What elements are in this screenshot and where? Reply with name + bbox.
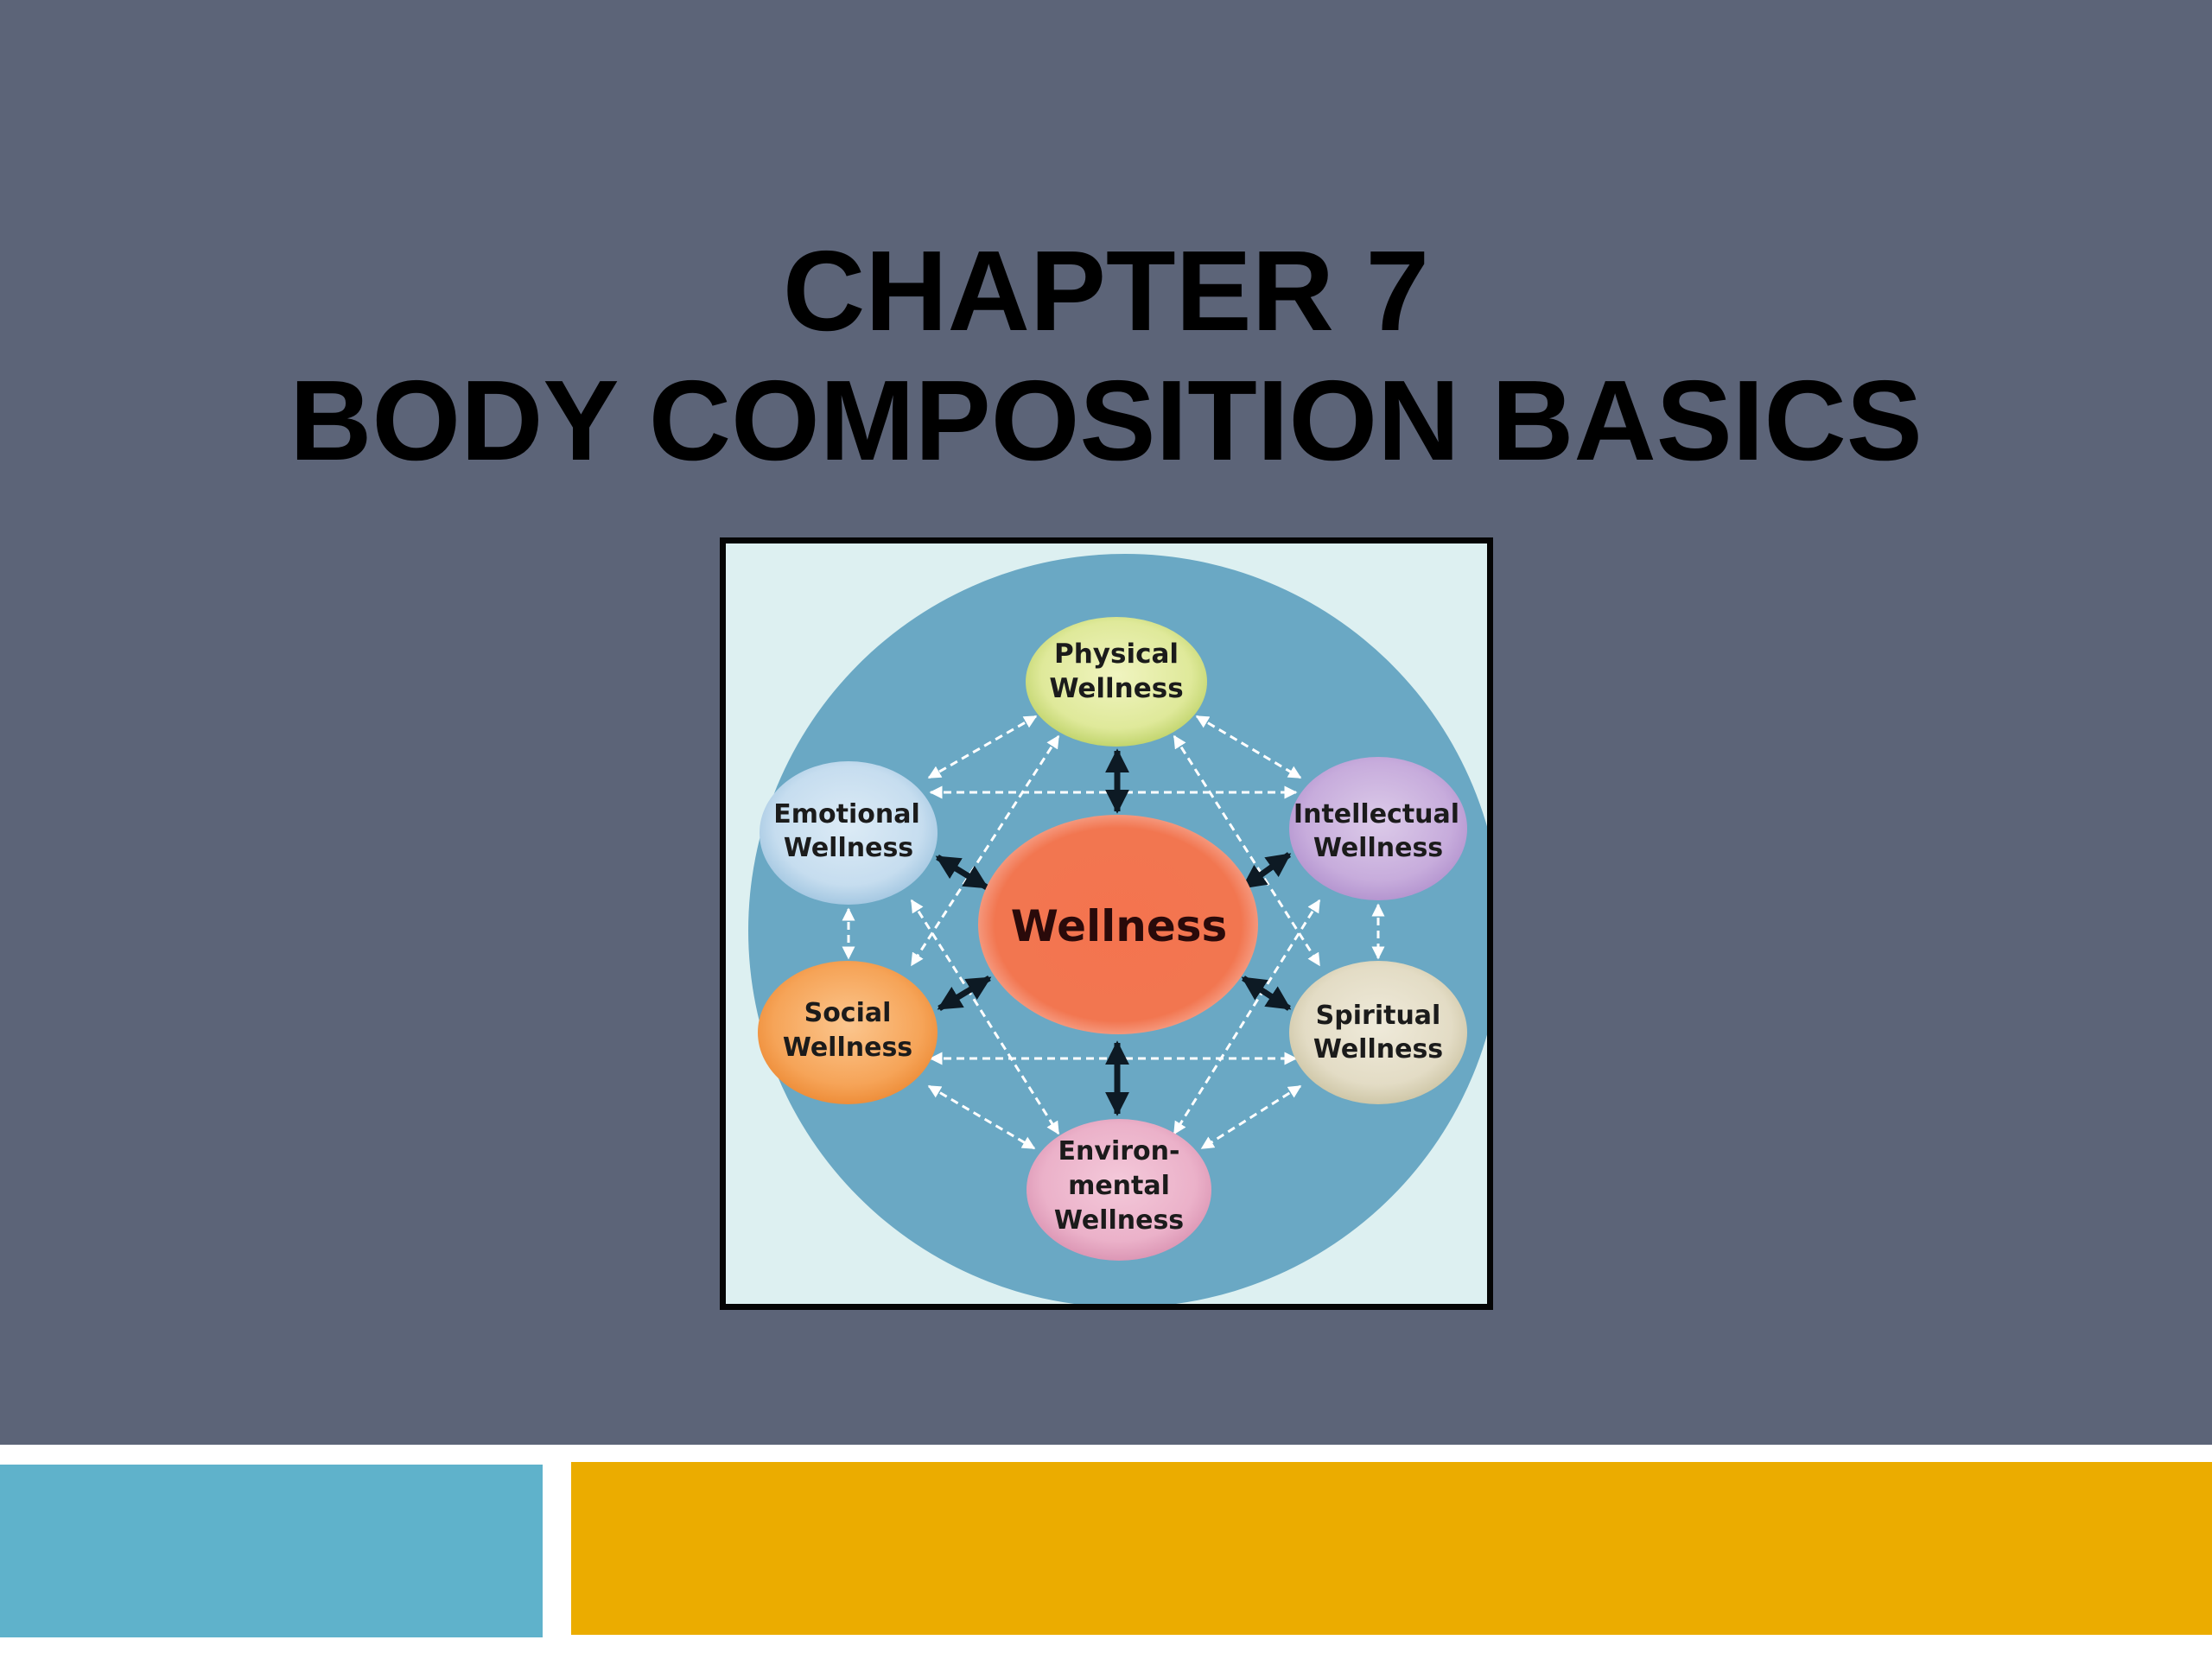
center-connectors <box>935 748 1292 1116</box>
svg-text:Wellness: Wellness <box>784 833 913 863</box>
node-environmental-wellness: Environ- mental Wellness <box>1027 1119 1211 1261</box>
svg-text:Wellness: Wellness <box>1313 833 1443 863</box>
svg-text:Wellness: Wellness <box>1049 673 1183 704</box>
title-line-topic: BODY COMPOSITION BASICS <box>289 357 1923 484</box>
node-social-wellness: Social Wellness <box>758 961 938 1104</box>
svg-text:Emotional: Emotional <box>773 799 919 830</box>
footer-bar-yellow <box>571 1462 2212 1635</box>
svg-text:Environ-: Environ- <box>1058 1136 1180 1166</box>
title-line-chapter: CHAPTER 7 <box>782 227 1430 354</box>
svg-text:Spiritual: Spiritual <box>1316 1001 1441 1031</box>
svg-text:Social: Social <box>804 998 892 1028</box>
node-intellectual-wellness: Intellectual Wellness <box>1289 757 1467 900</box>
svg-text:mental: mental <box>1068 1171 1170 1201</box>
wellness-diagram-svg: Physical Wellness Emotional Wellness Int… <box>748 554 1487 1304</box>
slide-title: CHAPTER 7 BODY COMPOSITION BASICS <box>0 226 2212 486</box>
svg-text:Wellness: Wellness <box>1011 901 1228 951</box>
node-emotional-wellness: Emotional Wellness <box>760 761 938 905</box>
svg-text:Wellness: Wellness <box>1313 1034 1443 1065</box>
svg-text:Physical: Physical <box>1054 639 1179 670</box>
footer-bar-blue <box>0 1465 543 1637</box>
node-physical-wellness: Physical Wellness <box>1026 617 1207 747</box>
svg-text:Wellness: Wellness <box>1054 1205 1184 1236</box>
node-spiritual-wellness: Spiritual Wellness <box>1289 961 1467 1104</box>
wellness-diagram-figure: Physical Wellness Emotional Wellness Int… <box>720 537 1493 1310</box>
node-center-wellness: Wellness <box>978 815 1258 1034</box>
svg-text:Wellness: Wellness <box>783 1033 912 1063</box>
svg-text:Intellectual: Intellectual <box>1294 799 1459 830</box>
